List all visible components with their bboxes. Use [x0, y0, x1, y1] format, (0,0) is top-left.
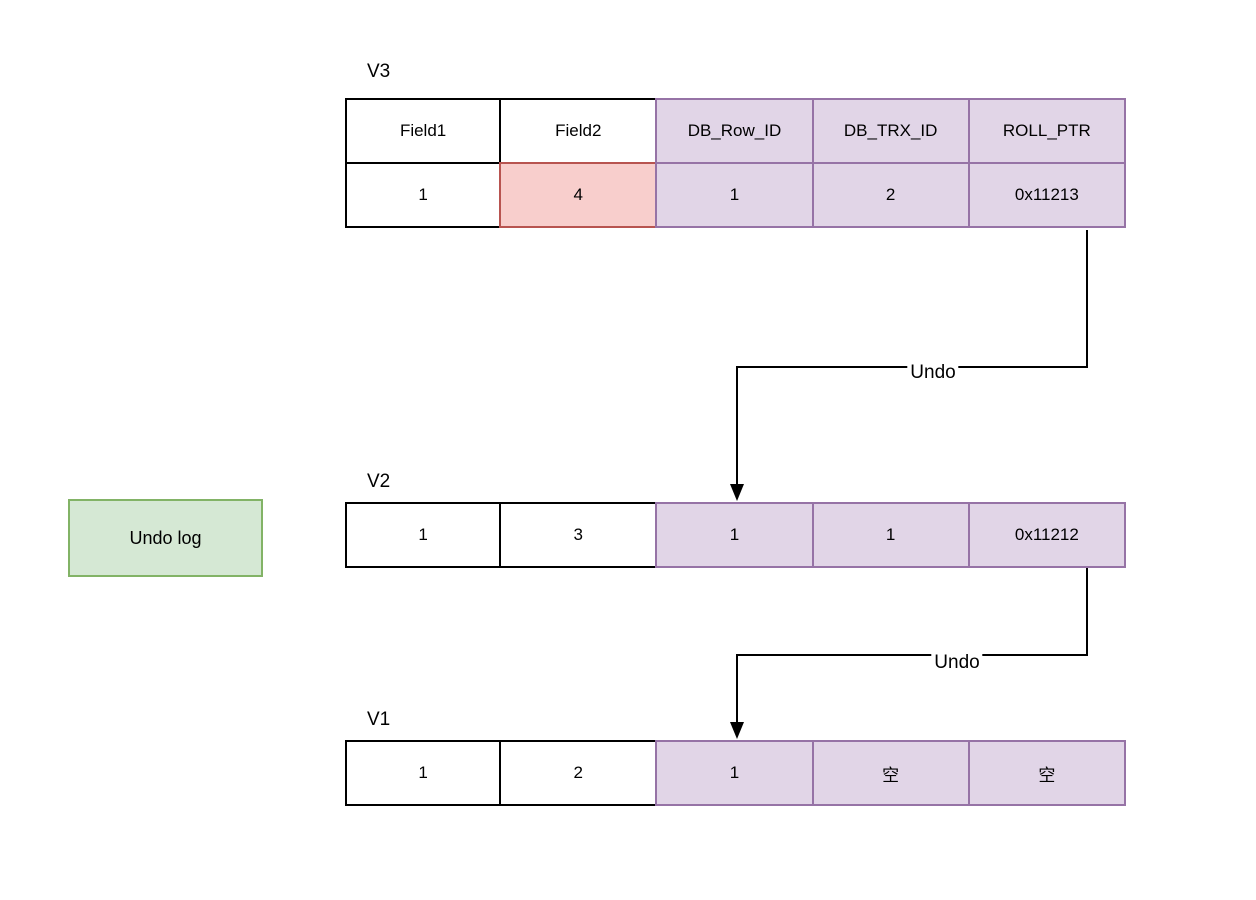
table-cell-changed: 4	[499, 162, 658, 228]
undo-arrow-v2-to-v1-line	[736, 568, 1088, 724]
header-cell-db-trx-id: DB_TRX_ID	[811, 98, 970, 164]
table-v3: Field1 Field2 DB_Row_ID DB_TRX_ID ROLL_P…	[345, 98, 1126, 228]
table-cell: 1	[655, 502, 814, 568]
table-row: 1 3 1 1 0x11212	[345, 502, 1126, 568]
table-cell: 0x11213	[967, 162, 1126, 228]
table-row: 1 4 1 2 0x11213	[345, 162, 1126, 228]
header-cell-roll-ptr: ROLL_PTR	[967, 98, 1126, 164]
table-row: 1 2 1 空 空	[345, 740, 1126, 806]
table-cell: 1	[811, 502, 970, 568]
table-cell: 1	[655, 162, 814, 228]
table-header-row: Field1 Field2 DB_Row_ID DB_TRX_ID ROLL_P…	[345, 98, 1126, 164]
table-cell: 1	[345, 162, 502, 228]
undo-arrow-v3-to-v2-arrowhead-icon	[730, 484, 744, 501]
header-cell-field2: Field2	[499, 98, 658, 164]
undo-arrow-v3-to-v2-line	[736, 230, 1088, 486]
undo-arrow-label: Undo	[907, 362, 959, 383]
table-cell-empty: 空	[967, 740, 1126, 806]
table-cell: 2	[811, 162, 970, 228]
undo-arrow-label: Undo	[931, 652, 983, 673]
undo-log-label: Undo log	[129, 527, 202, 548]
header-cell-field1: Field1	[345, 98, 502, 164]
table-cell: 1	[345, 502, 502, 568]
undo-log-box: Undo log	[68, 499, 263, 577]
table-cell: 1	[655, 740, 814, 806]
table-cell: 0x11212	[967, 502, 1126, 568]
undo-arrow-v2-to-v1-arrowhead-icon	[730, 722, 744, 739]
table-cell: 3	[499, 502, 658, 568]
table-v2: 1 3 1 1 0x11212	[345, 502, 1126, 568]
header-cell-db-row-id: DB_Row_ID	[655, 98, 814, 164]
table-cell: 2	[499, 740, 658, 806]
table-cell-empty: 空	[811, 740, 970, 806]
table-label-v2: V2	[367, 471, 391, 492]
table-label-v1: V1	[367, 709, 391, 730]
table-cell: 1	[345, 740, 502, 806]
table-label-v3: V3	[367, 61, 391, 82]
table-v1: 1 2 1 空 空	[345, 740, 1126, 806]
